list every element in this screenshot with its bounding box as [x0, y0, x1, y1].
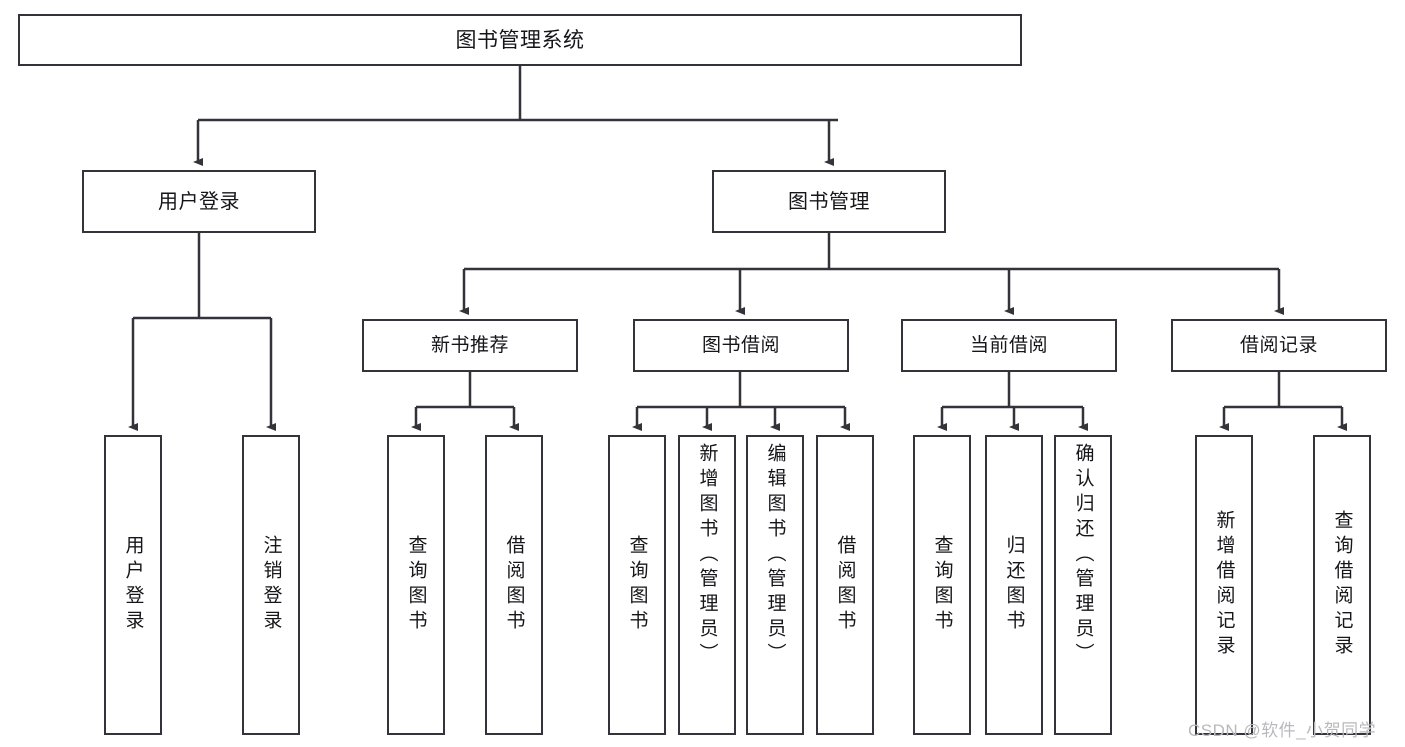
node-leaf-borrow-book-rec[interactable]: 借阅图书 [485, 435, 543, 735]
leaf-text-wrap: 确认归还（管理员） [1056, 437, 1110, 739]
node-leaf-query-borrow-record-label: 查询借阅记录 [1331, 510, 1353, 660]
leaf-text-wrap: 查询图书 [610, 437, 664, 733]
node-leaf-edit-book[interactable]: 编辑图书（管理员） [746, 435, 804, 735]
node-borrow-record[interactable]: 借阅记录 [1171, 319, 1387, 372]
node-leaf-add-borrow-record[interactable]: 新增借阅记录 [1195, 435, 1253, 735]
csdn-watermark: CSDN @软件_小贺同学 [1188, 721, 1377, 740]
node-leaf-add-book[interactable]: 新增图书（管理员） [678, 435, 736, 735]
node-new-book-recommend-label: 新书推荐 [430, 335, 509, 356]
node-leaf-confirm-return-label: 确认归还（管理员） [1072, 443, 1094, 668]
leaf-text-wrap: 借阅图书 [818, 437, 872, 733]
node-current-borrow[interactable]: 当前借阅 [901, 319, 1117, 372]
node-leaf-borrow-book-rec-label: 借阅图书 [503, 535, 525, 635]
node-leaf-query-book-rec[interactable]: 查询图书 [387, 435, 445, 735]
node-root-label: 图书管理系统 [455, 28, 585, 52]
node-leaf-query-book-borrow[interactable]: 查询图书 [608, 435, 666, 735]
leaf-text-wrap: 查询图书 [915, 437, 969, 733]
node-new-book-recommend[interactable]: 新书推荐 [362, 319, 578, 372]
node-leaf-query-book-borrow-label: 查询图书 [626, 535, 648, 635]
leaf-text-wrap: 借阅图书 [487, 437, 541, 733]
node-leaf-user-login-label: 用户登录 [122, 535, 144, 635]
node-user-login-label: 用户登录 [158, 190, 240, 213]
node-leaf-user-logout-label: 注销登录 [260, 535, 282, 635]
node-leaf-edit-book-label: 编辑图书（管理员） [764, 443, 786, 668]
node-book-manage-label: 图书管理 [788, 190, 870, 213]
node-root[interactable]: 图书管理系统 [18, 14, 1022, 66]
leaf-text-wrap: 编辑图书（管理员） [748, 437, 802, 739]
node-leaf-user-logout[interactable]: 注销登录 [242, 435, 300, 735]
leaf-text-wrap: 查询图书 [389, 437, 443, 733]
leaf-text-wrap: 用户登录 [106, 437, 160, 733]
leaf-text-wrap: 查询借阅记录 [1315, 437, 1369, 733]
node-leaf-add-borrow-record-label: 新增借阅记录 [1213, 510, 1235, 660]
leaf-text-wrap: 归还图书 [987, 437, 1041, 733]
node-leaf-query-borrow-record[interactable]: 查询借阅记录 [1313, 435, 1371, 735]
node-leaf-return-book-label: 归还图书 [1003, 535, 1025, 635]
node-leaf-borrow-book[interactable]: 借阅图书 [816, 435, 874, 735]
leaf-text-wrap: 注销登录 [244, 437, 298, 733]
node-leaf-user-login[interactable]: 用户登录 [104, 435, 162, 735]
node-leaf-confirm-return[interactable]: 确认归还（管理员） [1054, 435, 1112, 735]
node-borrow-record-label: 借阅记录 [1239, 335, 1318, 356]
node-current-borrow-label: 当前借阅 [969, 335, 1048, 356]
leaf-text-wrap: 新增借阅记录 [1197, 437, 1251, 733]
node-leaf-query-book-cur[interactable]: 查询图书 [913, 435, 971, 735]
node-user-login[interactable]: 用户登录 [82, 170, 316, 233]
node-book-borrow-label: 图书借阅 [701, 335, 780, 356]
node-leaf-borrow-book-label: 借阅图书 [834, 535, 856, 635]
node-leaf-return-book[interactable]: 归还图书 [985, 435, 1043, 735]
leaf-text-wrap: 新增图书（管理员） [680, 437, 734, 739]
node-leaf-query-book-cur-label: 查询图书 [931, 535, 953, 635]
node-book-borrow[interactable]: 图书借阅 [633, 319, 849, 372]
node-leaf-query-book-rec-label: 查询图书 [405, 535, 427, 635]
node-book-manage[interactable]: 图书管理 [712, 170, 946, 233]
node-leaf-add-book-label: 新增图书（管理员） [696, 443, 718, 668]
